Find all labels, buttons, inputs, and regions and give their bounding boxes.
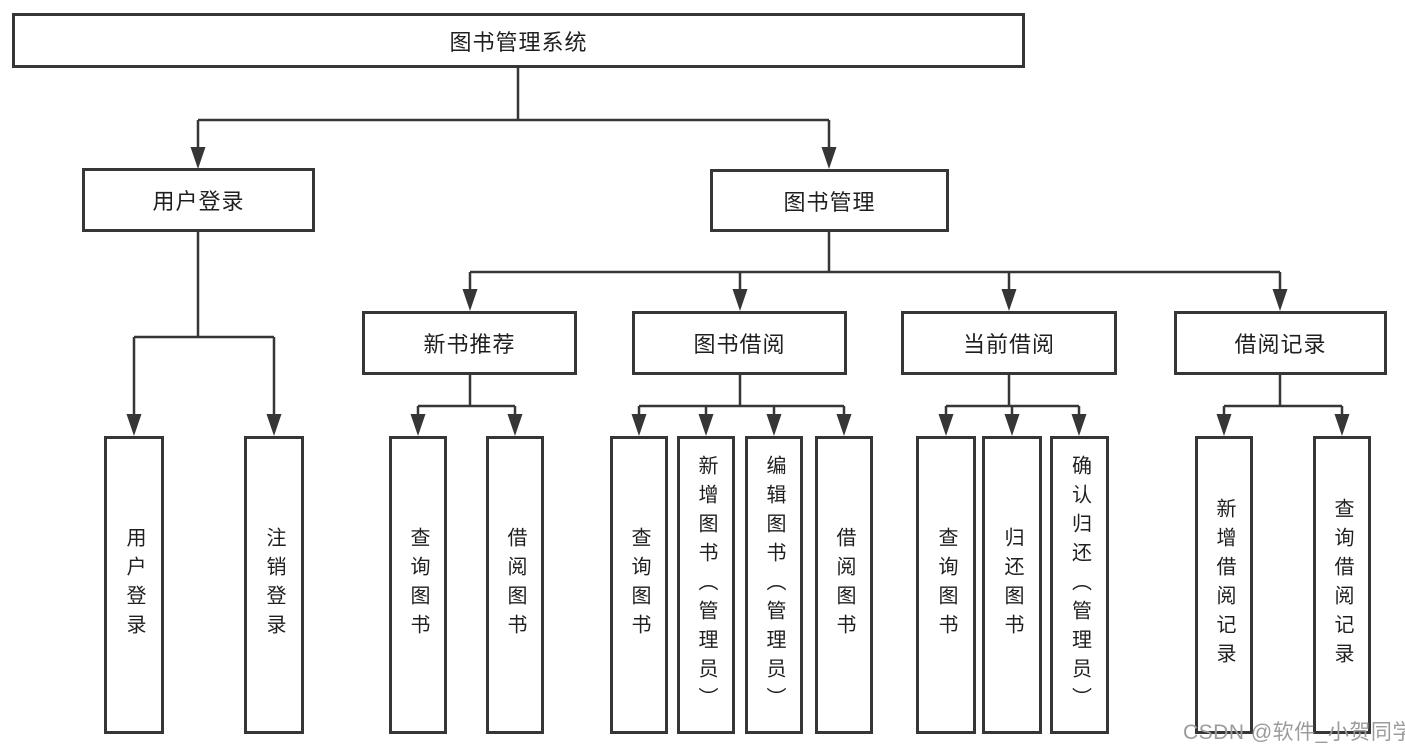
edge-book-borrow-to-children	[637, 375, 846, 424]
node-leaf-logout: 注销登录	[244, 436, 304, 734]
node-library-system: 图书管理系统	[12, 13, 1025, 68]
node-leaf-edit-book-admin: 编辑图书（管理员）	[745, 436, 803, 734]
edge-book-mgmt-to-children	[468, 232, 1282, 300]
arrowhead-icon	[698, 414, 714, 436]
node-new-book-recommend: 新书推荐	[362, 311, 577, 375]
node-leaf-query-book-2: 查询图书	[610, 436, 668, 734]
arrowhead-icon	[507, 414, 523, 436]
arrowhead-icon	[938, 414, 954, 436]
arrowhead-icon	[1272, 289, 1288, 311]
arrowhead-icon	[410, 414, 426, 436]
arrowhead-icon	[190, 147, 206, 169]
node-user-login: 用户登录	[82, 168, 315, 232]
node-leaf-add-borrow-record: 新增借阅记录	[1195, 436, 1253, 734]
arrowhead-icon	[1004, 414, 1020, 436]
watermark: CSDN @软件_小贺同学	[1183, 721, 1405, 744]
arrowhead-icon	[1071, 414, 1087, 436]
node-leaf-query-borrow-record: 查询借阅记录	[1313, 436, 1371, 734]
arrowhead-icon	[1216, 414, 1232, 436]
node-book-management: 图书管理	[710, 169, 949, 232]
arrowhead-icon	[631, 414, 647, 436]
node-leaf-borrow-book-2: 借阅图书	[815, 436, 873, 734]
arrowhead-icon	[836, 414, 852, 436]
arrowhead-icon	[732, 289, 748, 311]
node-leaf-add-book-admin: 新增图书（管理员）	[677, 436, 735, 734]
node-current-borrow: 当前借阅	[901, 311, 1117, 375]
edge-root-to-level2	[196, 68, 831, 156]
arrowhead-icon	[266, 414, 282, 436]
arrowhead-icon	[1334, 414, 1350, 436]
arrowhead-icon	[821, 147, 837, 169]
arrowhead-icon	[1001, 289, 1017, 311]
edge-borrow-records-to-children	[1222, 375, 1344, 424]
node-leaf-confirm-return-admin: 确认归还（管理员）	[1050, 436, 1109, 734]
node-borrow-records: 借阅记录	[1174, 311, 1387, 375]
node-book-borrow: 图书借阅	[632, 311, 847, 375]
node-leaf-user-login: 用户登录	[104, 436, 164, 734]
arrowhead-icon	[462, 289, 478, 311]
node-leaf-query-book-3: 查询图书	[916, 436, 976, 734]
arrowhead-icon	[126, 414, 142, 436]
arrowhead-icon	[766, 414, 782, 436]
node-leaf-borrow-book-1: 借阅图书	[486, 436, 544, 734]
node-leaf-query-book-1: 查询图书	[389, 436, 447, 734]
node-leaf-return-book: 归还图书	[982, 436, 1042, 734]
edge-current-borrow-to-children	[944, 375, 1081, 424]
edge-user-login-to-children	[132, 232, 276, 424]
edge-new-book-rec-to-children	[416, 375, 517, 424]
